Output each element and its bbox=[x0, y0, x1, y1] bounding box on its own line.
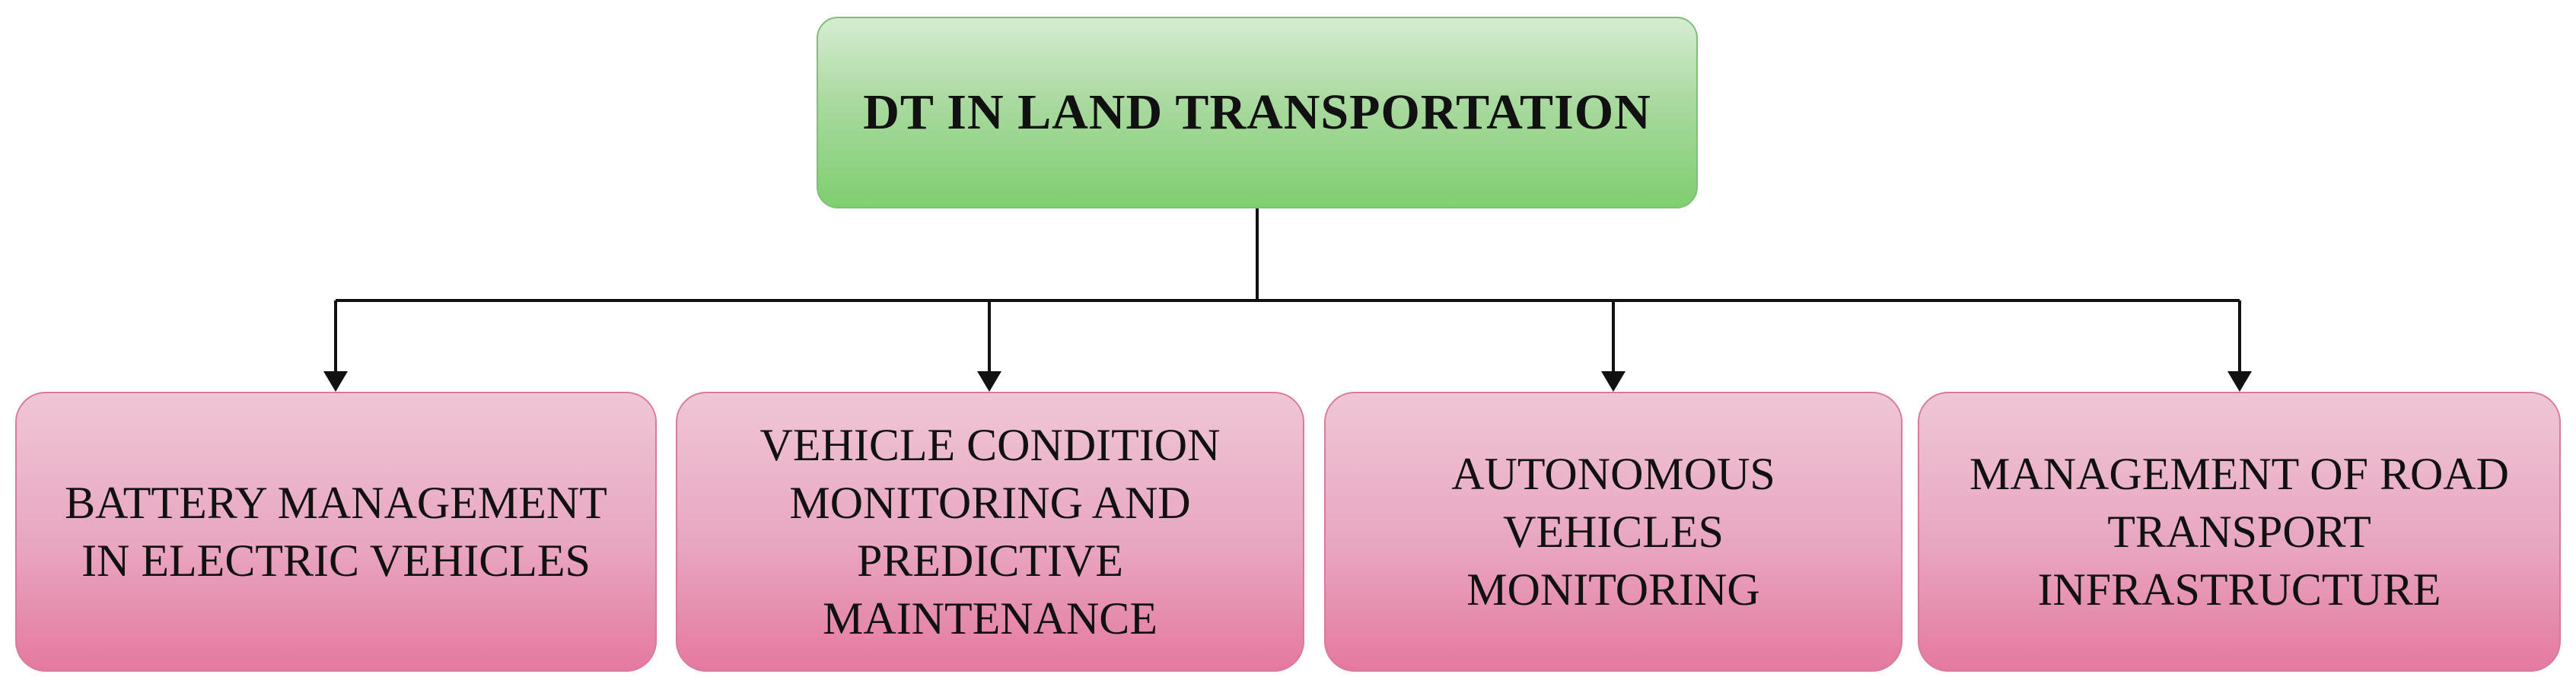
child-node-label: BATTERY MANAGEMENT IN ELECTRIC VEHICLES bbox=[65, 478, 607, 586]
child-node-autonomous-vehicles: AUTONOMOUS VEHICLES MONITORING bbox=[1324, 392, 1903, 672]
root-node-label: DT IN LAND TRANSPORTATION bbox=[863, 84, 1651, 140]
child-node-label: VEHICLE CONDITION MONITORING AND PREDICT… bbox=[759, 420, 1221, 644]
root-node: DT IN LAND TRANSPORTATION bbox=[817, 17, 1698, 208]
child-node-battery-management: BATTERY MANAGEMENT IN ELECTRIC VEHICLES bbox=[15, 392, 657, 672]
child-node-road-infrastructure: MANAGEMENT OF ROAD TRANSPORT INFRASTRUCT… bbox=[1918, 392, 2561, 672]
child-node-label: AUTONOMOUS VEHICLES MONITORING bbox=[1451, 449, 1775, 615]
arrow-to-autonomous-vehicles bbox=[1601, 300, 1626, 392]
arrow-to-vehicle-condition bbox=[977, 300, 1001, 392]
arrow-to-road-infrastructure bbox=[2227, 300, 2252, 392]
child-node-vehicle-condition: VEHICLE CONDITION MONITORING AND PREDICT… bbox=[676, 392, 1304, 672]
arrow-to-battery-management bbox=[323, 300, 348, 392]
child-node-label: MANAGEMENT OF ROAD TRANSPORT INFRASTRUCT… bbox=[1969, 449, 2509, 615]
